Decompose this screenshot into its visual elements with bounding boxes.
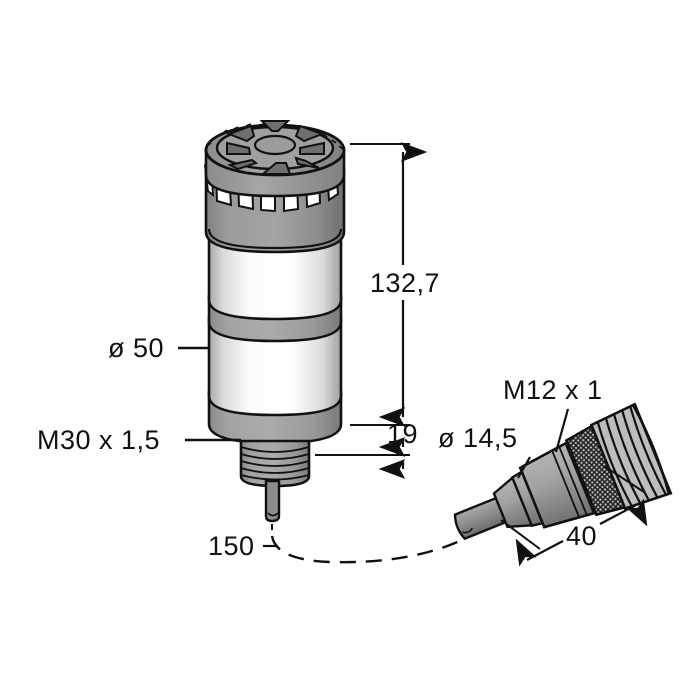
dimension-mount-thread: M30 x 1,5 [37, 425, 241, 455]
label-connector-thread: M12 x 1 [503, 375, 603, 405]
dimension-body-diameter: ø 50 [108, 333, 209, 363]
dimension-connector-diameter: ø 14,5 [438, 423, 531, 479]
cordset-cable [453, 495, 509, 541]
top-cap-fan [215, 120, 335, 175]
label-connector-diameter: ø 14,5 [438, 423, 518, 453]
dimension-connector-thread: M12 x 1 [503, 375, 603, 453]
m12-cordset [453, 402, 673, 541]
cable-stub [264, 479, 281, 523]
label-connector-length: 40 [566, 521, 597, 551]
dimension-overall-height: 132,7 [350, 142, 440, 427]
tower-light-body [203, 120, 346, 523]
label-overall-height: 132,7 [370, 268, 440, 298]
dimension-cable-length: 150 [208, 531, 276, 561]
threaded-coupling [589, 402, 673, 511]
lens-band-lower [207, 316, 343, 417]
grip-body [518, 440, 599, 529]
label-thread-length: 19 [387, 419, 418, 449]
label-cable-length: 150 [208, 531, 255, 561]
dimension-thread-length: 19 [315, 419, 418, 479]
label-mount-thread: M30 x 1,5 [37, 425, 160, 455]
threaded-base [239, 439, 311, 488]
label-body-diameter: ø 50 [108, 333, 164, 363]
dashed-cable-path [270, 524, 485, 564]
dimension-connector-length: 40 [500, 465, 648, 567]
